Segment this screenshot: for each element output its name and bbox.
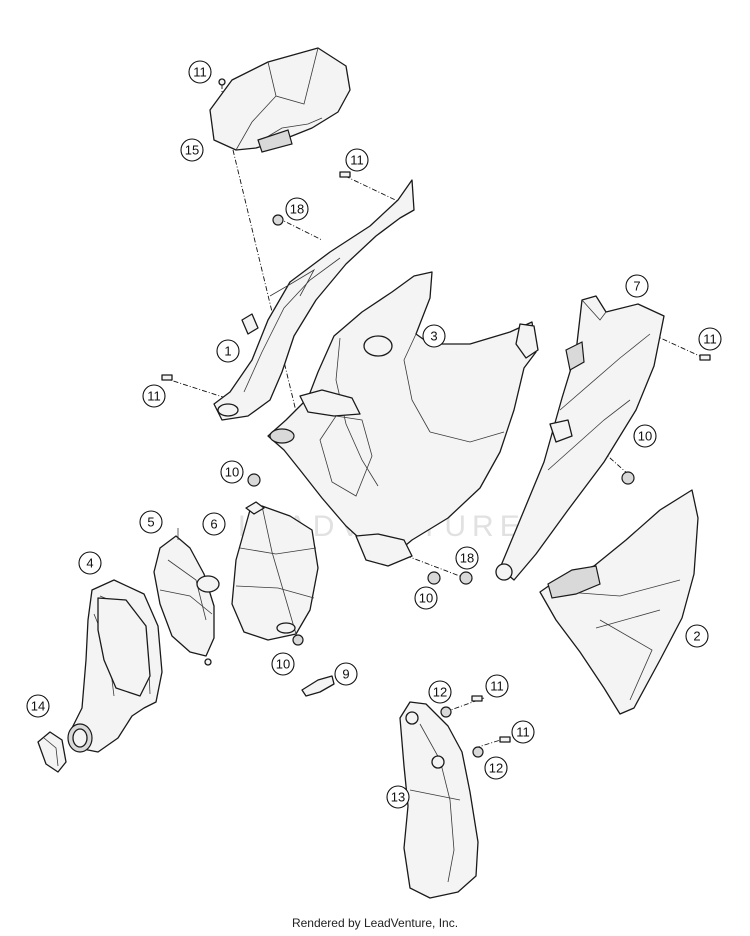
callout-15: 15 [180, 138, 204, 162]
part-6-filter [231, 501, 319, 641]
callout-10-center: 10 [414, 586, 438, 610]
svg-text:10: 10 [638, 429, 652, 444]
svg-text:18: 18 [460, 551, 474, 566]
part-7-side-cover [495, 295, 665, 581]
callout-14: 14 [26, 694, 50, 718]
callout-6: 6 [202, 512, 226, 536]
svg-text:11: 11 [193, 65, 207, 80]
svg-text:5: 5 [147, 515, 154, 530]
svg-text:15: 15 [185, 143, 199, 158]
part-15-housing [209, 47, 351, 153]
svg-text:10: 10 [225, 465, 239, 480]
callout-13: 13 [386, 785, 410, 809]
part-13-duct [399, 701, 479, 899]
svg-text:2: 2 [693, 629, 700, 644]
svg-text:12: 12 [489, 761, 503, 776]
part-5-filter-cage [153, 528, 220, 666]
svg-text:18: 18 [290, 202, 304, 217]
callout-11-left: 11 [142, 384, 166, 408]
callout-1: 1 [216, 339, 240, 363]
part-2-side-panel [539, 489, 699, 715]
svg-text:6: 6 [210, 517, 217, 532]
callout-11-right: 11 [698, 327, 722, 351]
callout-9: 9 [334, 662, 358, 686]
part-14-clamp [37, 731, 67, 773]
callout-10-left: 10 [220, 460, 244, 484]
svg-text:7: 7 [633, 279, 640, 294]
callout-7: 7 [625, 274, 649, 298]
svg-text:10: 10 [276, 657, 290, 672]
svg-text:1: 1 [224, 344, 231, 359]
svg-text:11: 11 [490, 679, 504, 694]
fasteners [161, 171, 711, 758]
callout-10-right: 10 [633, 424, 657, 448]
callout-2: 2 [685, 624, 709, 648]
svg-text:11: 11 [147, 389, 161, 404]
callout-11-top: 11 [188, 60, 212, 84]
svg-text:13: 13 [391, 790, 405, 805]
svg-text:3: 3 [430, 329, 437, 344]
callout-18-upper: 18 [285, 197, 309, 221]
callouts: 11 15 11 18 3 7 11 1 [26, 60, 722, 809]
part-4-filter-housing [67, 579, 163, 753]
callout-12-lower: 12 [484, 756, 508, 780]
svg-text:9: 9 [342, 667, 349, 682]
svg-text:10: 10 [419, 591, 433, 606]
svg-text:12: 12 [433, 685, 447, 700]
svg-text:11: 11 [350, 153, 364, 168]
callout-18-lower: 18 [455, 546, 479, 570]
part-1-bracket [213, 179, 415, 421]
callout-11-lower-b: 11 [511, 720, 535, 744]
svg-text:11: 11 [703, 332, 717, 347]
svg-text:4: 4 [86, 556, 93, 571]
callout-11-upper: 11 [345, 148, 369, 172]
part-9-clip [301, 675, 335, 697]
callout-12-upper: 12 [428, 680, 452, 704]
part-3-airbox [267, 271, 539, 567]
callout-4: 4 [78, 551, 102, 575]
callout-5: 5 [139, 510, 163, 534]
svg-text:14: 14 [31, 699, 45, 714]
callout-11-lower-a: 11 [485, 674, 509, 698]
callout-10-lower: 10 [271, 652, 295, 676]
svg-text:11: 11 [516, 725, 530, 740]
footer-credit: Rendered by LeadVenture, Inc. [291, 916, 459, 930]
callout-3: 3 [422, 324, 446, 348]
